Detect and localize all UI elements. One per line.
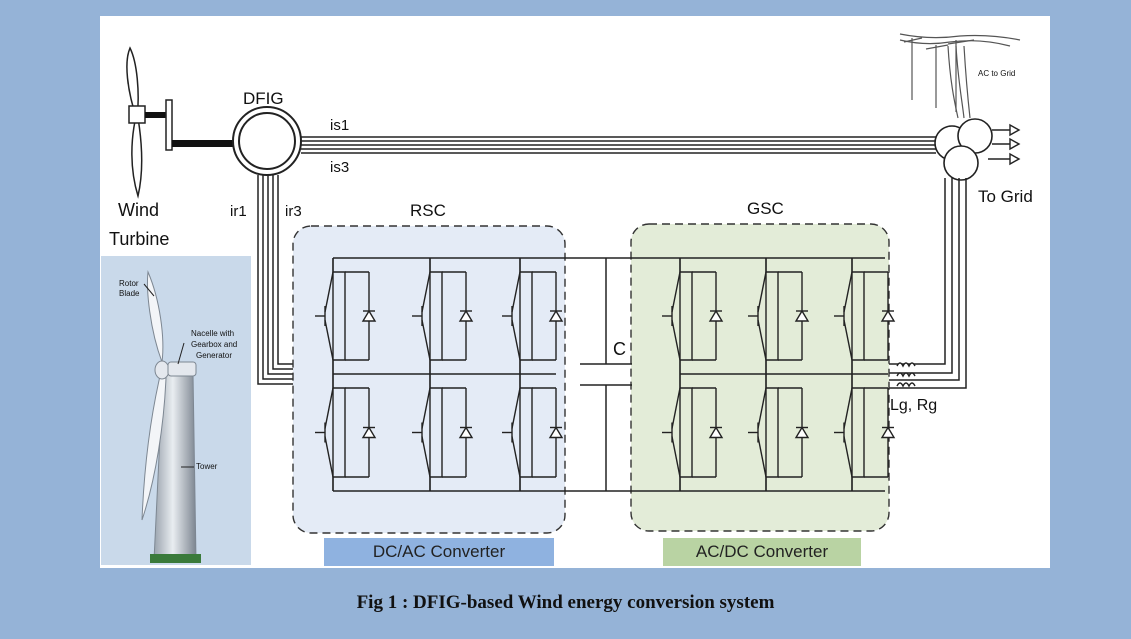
transformer (934, 118, 993, 181)
wind-turbine-illustration (101, 256, 251, 565)
ac-to-grid-label: AC to Grid (978, 69, 1015, 78)
power-lines-icon (899, 33, 1021, 119)
dc-ac-converter-label: DC/AC Converter (324, 538, 554, 566)
dfig-machine (232, 106, 302, 176)
nacelle-label-line2: Gearbox and (191, 340, 237, 349)
nacelle-label-line1: Nacelle with (191, 329, 234, 338)
ir3-label: ir3 (285, 203, 302, 220)
grid-output-arrows (988, 123, 1021, 166)
capacitor-label: C (613, 339, 626, 359)
ir1-label: ir1 (230, 203, 247, 220)
rsc-box (292, 225, 566, 534)
stator-lines (301, 136, 936, 154)
ac-dc-converter-label: AC/DC Converter (663, 538, 861, 566)
grid-filter-inductors (896, 362, 916, 388)
igbt-switch (412, 374, 474, 491)
wind-turbine-label-line1: Wind (118, 200, 159, 220)
figure-caption: Fig 1 : DFIG-based Wind energy conversio… (356, 592, 775, 613)
dc-bus (333, 257, 885, 492)
to-grid-label: To Grid (978, 187, 1033, 206)
nacelle-label-line3: Generator (196, 351, 232, 360)
turbine-rotor-icon (126, 46, 274, 199)
rotor-blade-label-line1: Rotor (119, 279, 139, 288)
switching-legs (315, 258, 896, 491)
gsc-box (630, 223, 890, 532)
wind-turbine-label-line2: Turbine (109, 229, 169, 249)
is3-label: is3 (330, 159, 349, 176)
lg-rg-label: Lg, Rg (890, 397, 937, 414)
rotor-blade-label-line2: Blade (119, 289, 140, 298)
gsc-label: GSC (747, 199, 784, 218)
tower-label: Tower (196, 462, 218, 471)
rsc-label: RSC (410, 201, 446, 220)
is1-label: is1 (330, 117, 349, 134)
dfig-label: DFIG (243, 89, 284, 108)
